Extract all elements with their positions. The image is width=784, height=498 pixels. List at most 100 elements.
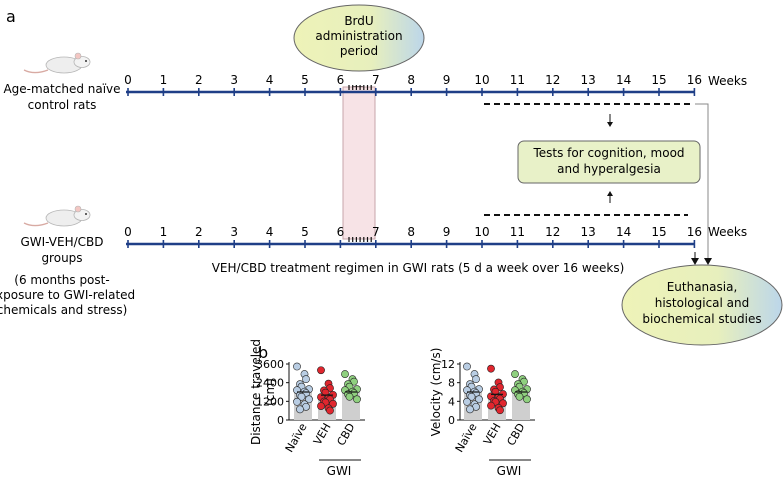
week-label-top: 10 [474, 73, 489, 87]
week-label-top: 0 [124, 73, 132, 87]
connector-arrowhead-left [691, 258, 699, 265]
data-point [472, 375, 480, 384]
data-point [296, 405, 304, 414]
week-label-bottom: 1 [160, 225, 168, 239]
y-axis-title: Velocity (cm/s) [429, 348, 443, 437]
category-label: CBD [334, 421, 357, 448]
week-label-top: 1 [160, 73, 168, 87]
week-label-top: 2 [195, 73, 203, 87]
data-point [467, 392, 476, 401]
y-tick-label: 4 [448, 395, 455, 408]
brdu-bubble: BrdU administration period [293, 4, 425, 72]
week-label-bottom: 15 [651, 225, 666, 239]
week-label-bottom: 3 [230, 225, 238, 239]
panel-b-label: b [258, 343, 268, 362]
category-label: VEH [311, 421, 334, 447]
week-label-top: 6 [337, 73, 345, 87]
data-point [353, 395, 361, 404]
connector-arrowhead-right [704, 258, 712, 265]
data-point [341, 370, 349, 378]
treatment-caption: VEH/CBD treatment regimen in GWI rats (5… [212, 261, 625, 275]
euthanasia-line-2: histological and [655, 296, 750, 310]
data-point [345, 392, 354, 401]
y-tick-label: 0 [448, 414, 455, 427]
euthanasia-bubble: Euthanasia, histological and biochemical… [621, 264, 783, 346]
data-point [515, 392, 524, 401]
data-point [523, 395, 531, 404]
data-point [317, 402, 325, 410]
week-label-bottom: 11 [510, 225, 525, 239]
y-tick-label: 0 [277, 414, 284, 427]
y-tick-label: 8 [448, 377, 455, 390]
data-point [317, 366, 325, 375]
gwi-label-line-2: groups [41, 251, 82, 265]
data-point [511, 370, 519, 378]
week-label-top: 3 [230, 73, 238, 87]
week-label-bottom: 0 [124, 225, 132, 239]
data-point [487, 401, 495, 410]
y-tick-label: 1200 [256, 395, 284, 408]
data-point [463, 362, 471, 371]
week-label-top: 9 [443, 73, 451, 87]
data-point [475, 395, 483, 404]
category-label: CBD [504, 421, 527, 448]
week-label-top: 16 [687, 73, 702, 87]
gwi-note-line-2: exposure to GWI-related [0, 288, 135, 302]
data-point [297, 392, 306, 401]
week-label-top: 5 [301, 73, 309, 87]
week-label-bottom: 10 [474, 225, 489, 239]
week-label-bottom: 12 [545, 225, 560, 239]
week-label-top: 11 [510, 73, 525, 87]
week-label-top: 12 [545, 73, 560, 87]
week-label-bottom: 5 [301, 225, 309, 239]
euthanasia-line-3: biochemical studies [642, 312, 761, 326]
y-axis-title: Distance traveled(cm) [249, 339, 277, 445]
panel-a-label: a [6, 7, 16, 26]
gwi-group-label: GWI [327, 464, 352, 478]
week-label-top: 7 [372, 73, 380, 87]
gwi-label-line-1: GWI-VEH/CBD [20, 235, 103, 249]
y-tick-label: 12 [441, 358, 455, 371]
connector-control-to-euthanasia [695, 103, 709, 262]
control-label-line-1: Age-matched naïve [3, 82, 120, 96]
tests-line-2: and hyperalgesia [557, 162, 661, 176]
weeks-label-control: Weeks [708, 74, 747, 88]
rat-icon-control [23, 52, 91, 74]
gwi-group-label: GWI [497, 464, 522, 478]
tests-box [517, 140, 701, 184]
data-point [496, 406, 504, 415]
week-label-top: 15 [651, 73, 666, 87]
gwi-note-line-1: (6 months post- [14, 273, 109, 287]
week-label-top: 13 [581, 73, 596, 87]
arrow-down-to-tests [607, 114, 613, 127]
week-label-bottom: 13 [581, 225, 596, 239]
rat-icon-gwi [23, 205, 91, 227]
data-point [302, 375, 310, 384]
week-label-top: 8 [407, 73, 415, 87]
euthanasia-line-1: Euthanasia, [667, 280, 738, 294]
brdu-line-2: administration [315, 29, 402, 43]
category-label: Naïve [453, 421, 480, 455]
week-label-bottom: 2 [195, 225, 203, 239]
y-tick-label: 2400 [256, 377, 284, 390]
data-point [326, 406, 334, 415]
week-label-bottom: 14 [616, 225, 631, 239]
arrow-up-to-tests [607, 191, 613, 203]
weeks-label-gwi: Weeks [708, 225, 747, 239]
data-point [293, 362, 301, 371]
data-point [487, 364, 495, 373]
week-label-bottom: 9 [443, 225, 451, 239]
week-label-bottom: 16 [687, 225, 702, 239]
data-point [463, 397, 471, 406]
week-label-bottom: 4 [266, 225, 274, 239]
gwi-note-line-3: chemicals and stress) [0, 303, 127, 317]
week-label-bottom: 7 [372, 225, 380, 239]
control-label-line-2: control rats [28, 98, 97, 112]
week-label-top: 14 [616, 73, 631, 87]
category-label: VEH [481, 421, 504, 447]
